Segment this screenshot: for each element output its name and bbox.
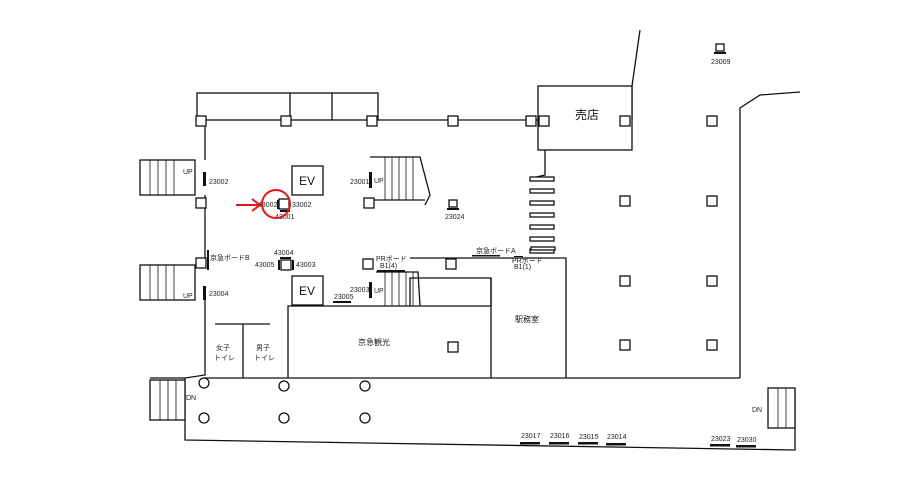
code-23024: 23024	[445, 214, 465, 221]
toilets: 女子 トイレ 男子 トイレ	[214, 323, 275, 378]
code-23030: 23030	[737, 437, 757, 444]
ev-label: EV	[299, 174, 315, 188]
dn-label: DN	[752, 407, 762, 414]
stairs-center-upper: UP	[369, 156, 431, 206]
highlight-circle	[261, 189, 291, 219]
code-43002: 43002	[258, 202, 278, 209]
code-23002: 23002	[209, 179, 229, 186]
elevator-upper: EV	[291, 165, 324, 196]
keikyu-kanko-label: 京急観光	[358, 337, 390, 347]
code-23009: 23009	[711, 59, 731, 66]
pr-board-b1-4-sub: B1(4)	[380, 263, 397, 270]
up-label: UP	[374, 178, 384, 185]
keikyu-board-a: 京急ボードA	[476, 246, 516, 255]
stairs-center-lower: UP	[369, 271, 421, 307]
code-43003: 43003	[296, 262, 316, 269]
up-label: UP	[374, 288, 384, 295]
code-23003: 23003	[350, 287, 370, 294]
sign-codes: 23002 23004 23001 23003 23005 京急ボードB PRボ…	[203, 43, 757, 448]
code-23014: 23014	[607, 434, 627, 441]
pr-board-b1-4: PRボード	[376, 255, 407, 263]
stairs-left-upper: UP	[139, 159, 196, 196]
target-location[interactable]: 43002 33002 43001	[236, 189, 312, 221]
womens-toilet-label-2: トイレ	[214, 355, 235, 362]
code-23005: 23005	[334, 294, 354, 301]
code-33002: 33002	[292, 202, 312, 209]
code-23023: 23023	[711, 436, 731, 443]
dn-label: DN	[186, 395, 196, 402]
code-23016: 23016	[550, 433, 570, 440]
womens-toilet-label: 女子	[216, 343, 230, 352]
code-43001: 43001	[275, 214, 295, 221]
tactile-bars	[529, 176, 555, 254]
shop-room: 売店	[537, 85, 633, 151]
station-office-label: 駅務室	[515, 314, 539, 324]
code-43004: 43004	[274, 250, 294, 257]
code-43005: 43005	[255, 262, 275, 269]
station-office-room: 駅務室	[410, 257, 567, 378]
up-label: UP	[183, 169, 193, 176]
stairs-left-down: DN	[149, 379, 196, 421]
pr-board-b1-1: PRボード	[512, 257, 543, 265]
shop-label: 売店	[575, 107, 599, 122]
code-23015: 23015	[579, 434, 599, 441]
elevator-lower: EV	[291, 275, 324, 306]
keikyu-kanko-room: 京急観光	[287, 277, 492, 378]
pr-board-b1-1-sub: B1(1)	[514, 264, 531, 271]
red-arrow-icon	[236, 198, 262, 212]
mens-toilet-label-2: トイレ	[254, 355, 275, 362]
stairs-right-down: DN	[752, 387, 796, 429]
code-23004: 23004	[209, 291, 229, 298]
keikyu-board-b: 京急ボードB	[210, 253, 250, 262]
up-label: UP	[183, 293, 193, 300]
stairs-left-lower: UP	[139, 264, 196, 301]
code-23001: 23001	[350, 179, 370, 186]
mens-toilet-label: 男子	[256, 344, 270, 352]
columns	[195, 115, 718, 424]
ev-label: EV	[299, 284, 315, 298]
code-23017: 23017	[521, 433, 541, 440]
